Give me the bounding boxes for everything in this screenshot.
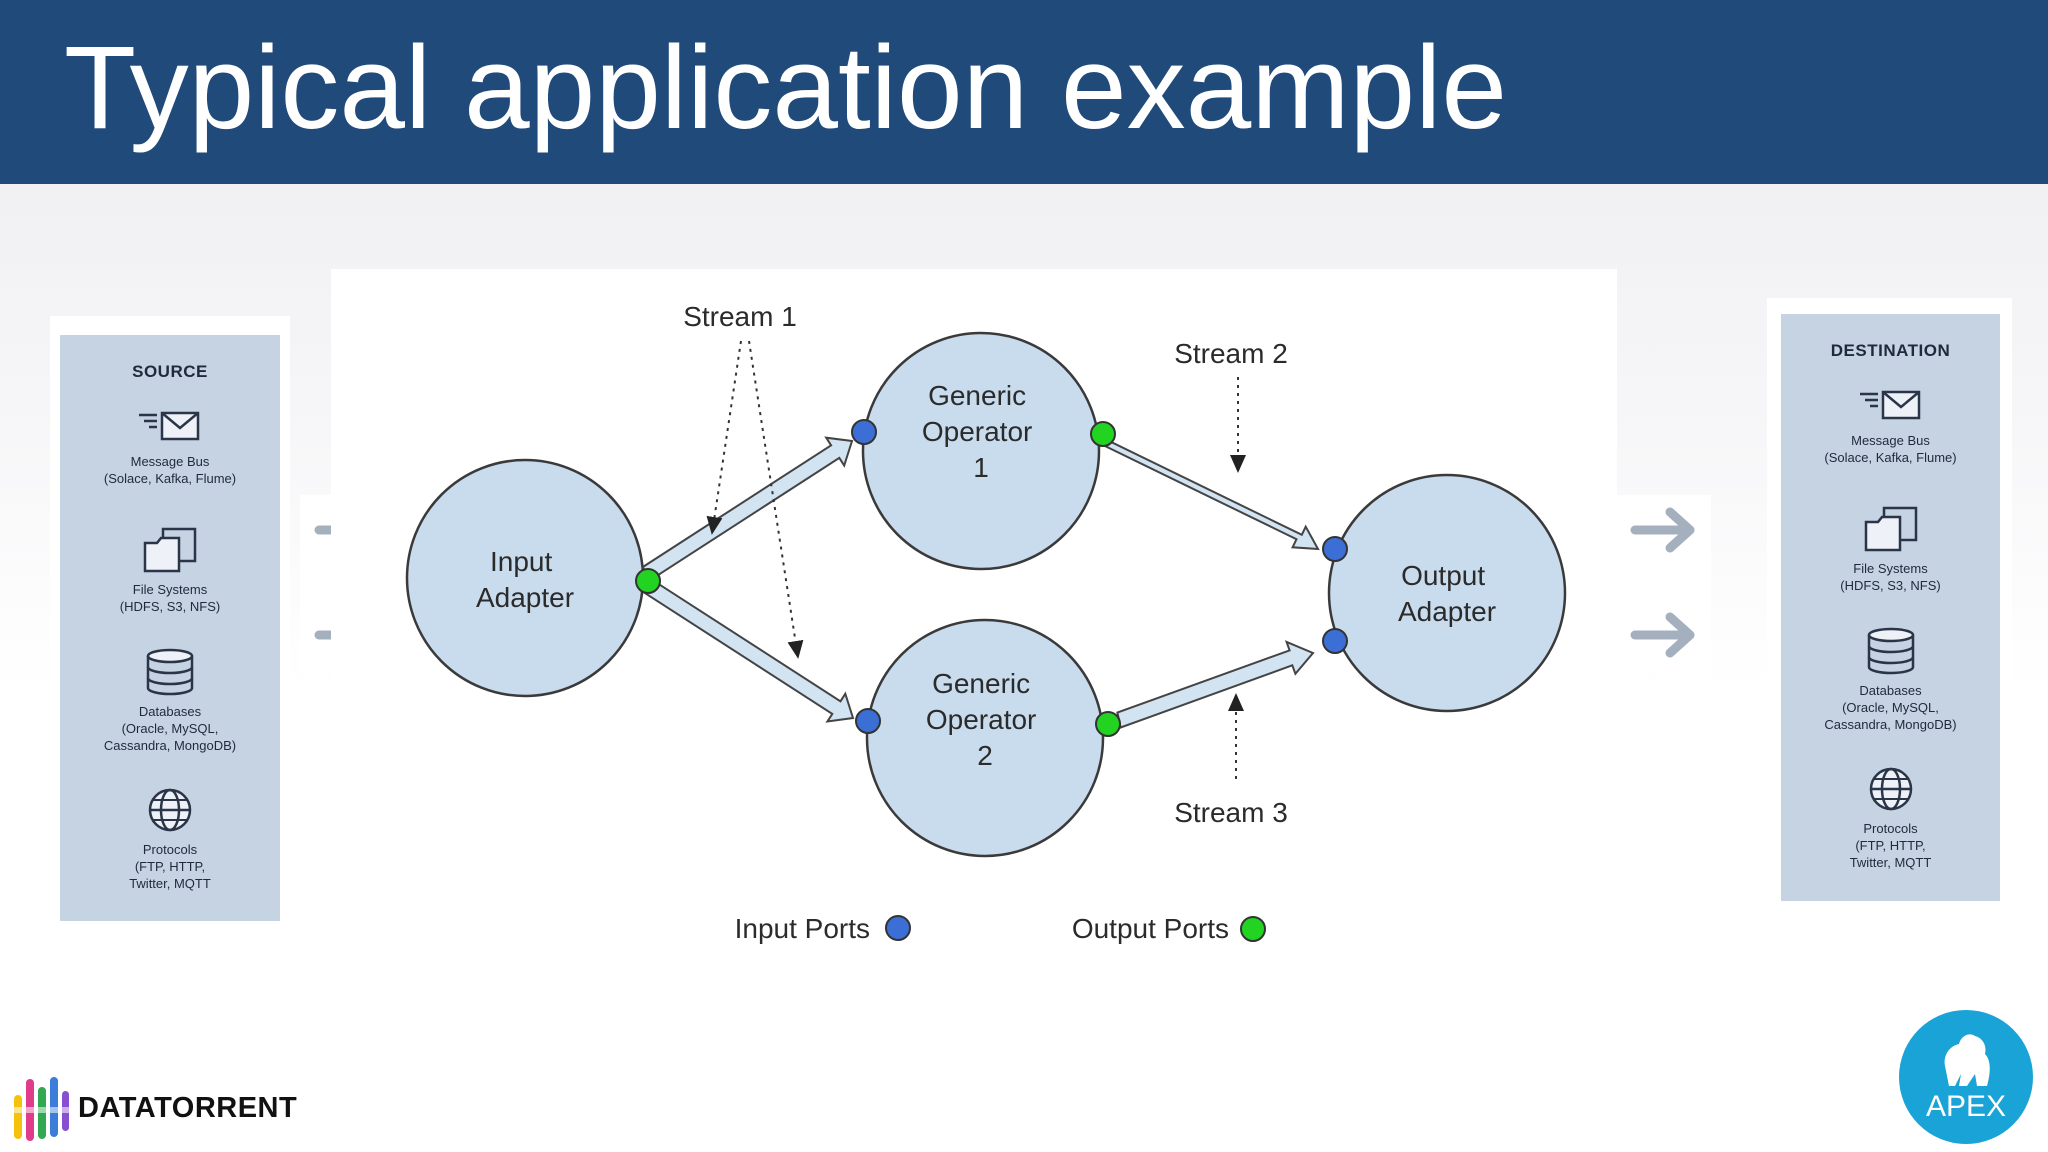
- legend-output-ports-label: Output Ports: [1072, 913, 1229, 944]
- slide-title: Typical application example: [64, 22, 1508, 154]
- source-item-file-systems: File Systems (HDFS, S3, NFS): [60, 525, 280, 615]
- stream-2-label: Stream 2: [1174, 338, 1288, 369]
- source-item-protocols: Protocols (FTP, HTTP, Twitter, MQTT: [60, 785, 280, 892]
- destination-item-label: Message Bus (Solace, Kafka, Flume): [1824, 433, 1957, 465]
- source-item-label: Protocols (FTP, HTTP, Twitter, MQTT: [129, 842, 211, 891]
- destination-item-databases: Databases (Oracle, MySQL, Cassandra, Mon…: [1781, 626, 2000, 733]
- legend-output-port-swatch: [1240, 916, 1266, 942]
- file-systems-icon: [1864, 506, 1917, 552]
- operator-1-input-port: [851, 419, 877, 445]
- stream-3-arrow: [1116, 640, 1315, 729]
- message-bus-icon: [139, 411, 200, 441]
- generic-operator-1-label: Generic Operator 1: [922, 380, 1040, 483]
- streaming-dag-diagram: Input Adapter Generic Operator 1 Generic…: [331, 269, 1617, 989]
- destination-item-label: File Systems (HDFS, S3, NFS): [1840, 561, 1941, 593]
- destination-arrow-icon: [1630, 507, 1695, 553]
- output-adapter-node: [1327, 473, 1567, 713]
- database-icon: [1867, 627, 1914, 675]
- generic-operator-2-label: Generic Operator 2: [926, 668, 1044, 771]
- generic-operator-2-node: [865, 618, 1105, 858]
- input-adapter-node: [405, 458, 645, 698]
- source-item-message-bus: Message Bus (Solace, Kafka, Flume): [60, 407, 280, 487]
- destination-panel: DESTINATION Message Bus (Solace, Kafka, …: [1781, 314, 2000, 901]
- stream-1-arrow-to-operator-2: [641, 577, 855, 723]
- source-item-label: Message Bus (Solace, Kafka, Flume): [103, 454, 237, 486]
- apex-gorilla-icon: [1944, 1034, 1990, 1086]
- destination-arrow-strip: [1617, 495, 1711, 673]
- operator-2-input-port: [855, 708, 881, 734]
- stream-1-pointer: [706, 340, 742, 535]
- protocols-globe-icon: [148, 788, 192, 832]
- legend-input-port-swatch: [885, 915, 911, 941]
- output-adapter-input-port-1: [1322, 536, 1348, 562]
- stream-1-arrow-to-operator-1: [641, 436, 854, 582]
- message-bus-icon: [1859, 390, 1920, 420]
- database-icon: [146, 648, 194, 696]
- apex-label: APEX: [1925, 1090, 2007, 1123]
- destination-item-label: Databases (Oracle, MySQL, Cassandra, Mon…: [1824, 683, 1957, 732]
- output-adapter-label: Output Adapter: [1398, 560, 1496, 627]
- destination-item-message-bus: Message Bus (Solace, Kafka, Flume): [1781, 386, 2000, 466]
- legend-input-ports-label: Input Ports: [735, 913, 870, 944]
- source-item-databases: Databases (Oracle, MySQL, Cassandra, Mon…: [60, 647, 280, 754]
- destination-item-protocols: Protocols (FTP, HTTP, Twitter, MQTT: [1781, 764, 2000, 871]
- stream-2-arrow: [1104, 440, 1320, 551]
- source-item-label: Databases (Oracle, MySQL, Cassandra, Mon…: [103, 704, 237, 753]
- input-adapter-output-port: [635, 568, 661, 594]
- protocols-globe-icon: [1869, 767, 1912, 811]
- output-adapter-input-port-2: [1322, 628, 1348, 654]
- source-item-label: File Systems (HDFS, S3, NFS): [119, 582, 221, 614]
- operator-2-output-port: [1095, 711, 1121, 737]
- stream-3-label: Stream 3: [1174, 797, 1288, 828]
- destination-item-label: Protocols (FTP, HTTP, Twitter, MQTT: [1849, 821, 1932, 870]
- brand-name: DATATORRENT: [78, 1092, 298, 1124]
- source-panel: SOURCE Message Bus (Solace, Kafka, Flume…: [60, 335, 280, 921]
- file-systems-icon: [143, 527, 197, 573]
- destination-item-file-systems: File Systems (HDFS, S3, NFS): [1781, 504, 2000, 594]
- destination-arrow-icon: [1630, 612, 1695, 658]
- operator-1-output-port: [1090, 421, 1116, 447]
- apex-logo-badge: APEX: [1899, 1010, 2033, 1144]
- source-heading: SOURCE: [132, 362, 208, 381]
- stream-1-label: Stream 1: [683, 301, 797, 332]
- destination-heading: DESTINATION: [1830, 341, 1951, 360]
- input-adapter-label: Input Adapter: [476, 546, 574, 613]
- generic-operator-1-node: [861, 331, 1101, 571]
- datatorrent-logo-icon: [14, 1077, 69, 1141]
- title-bar: Typical application example: [0, 0, 2048, 184]
